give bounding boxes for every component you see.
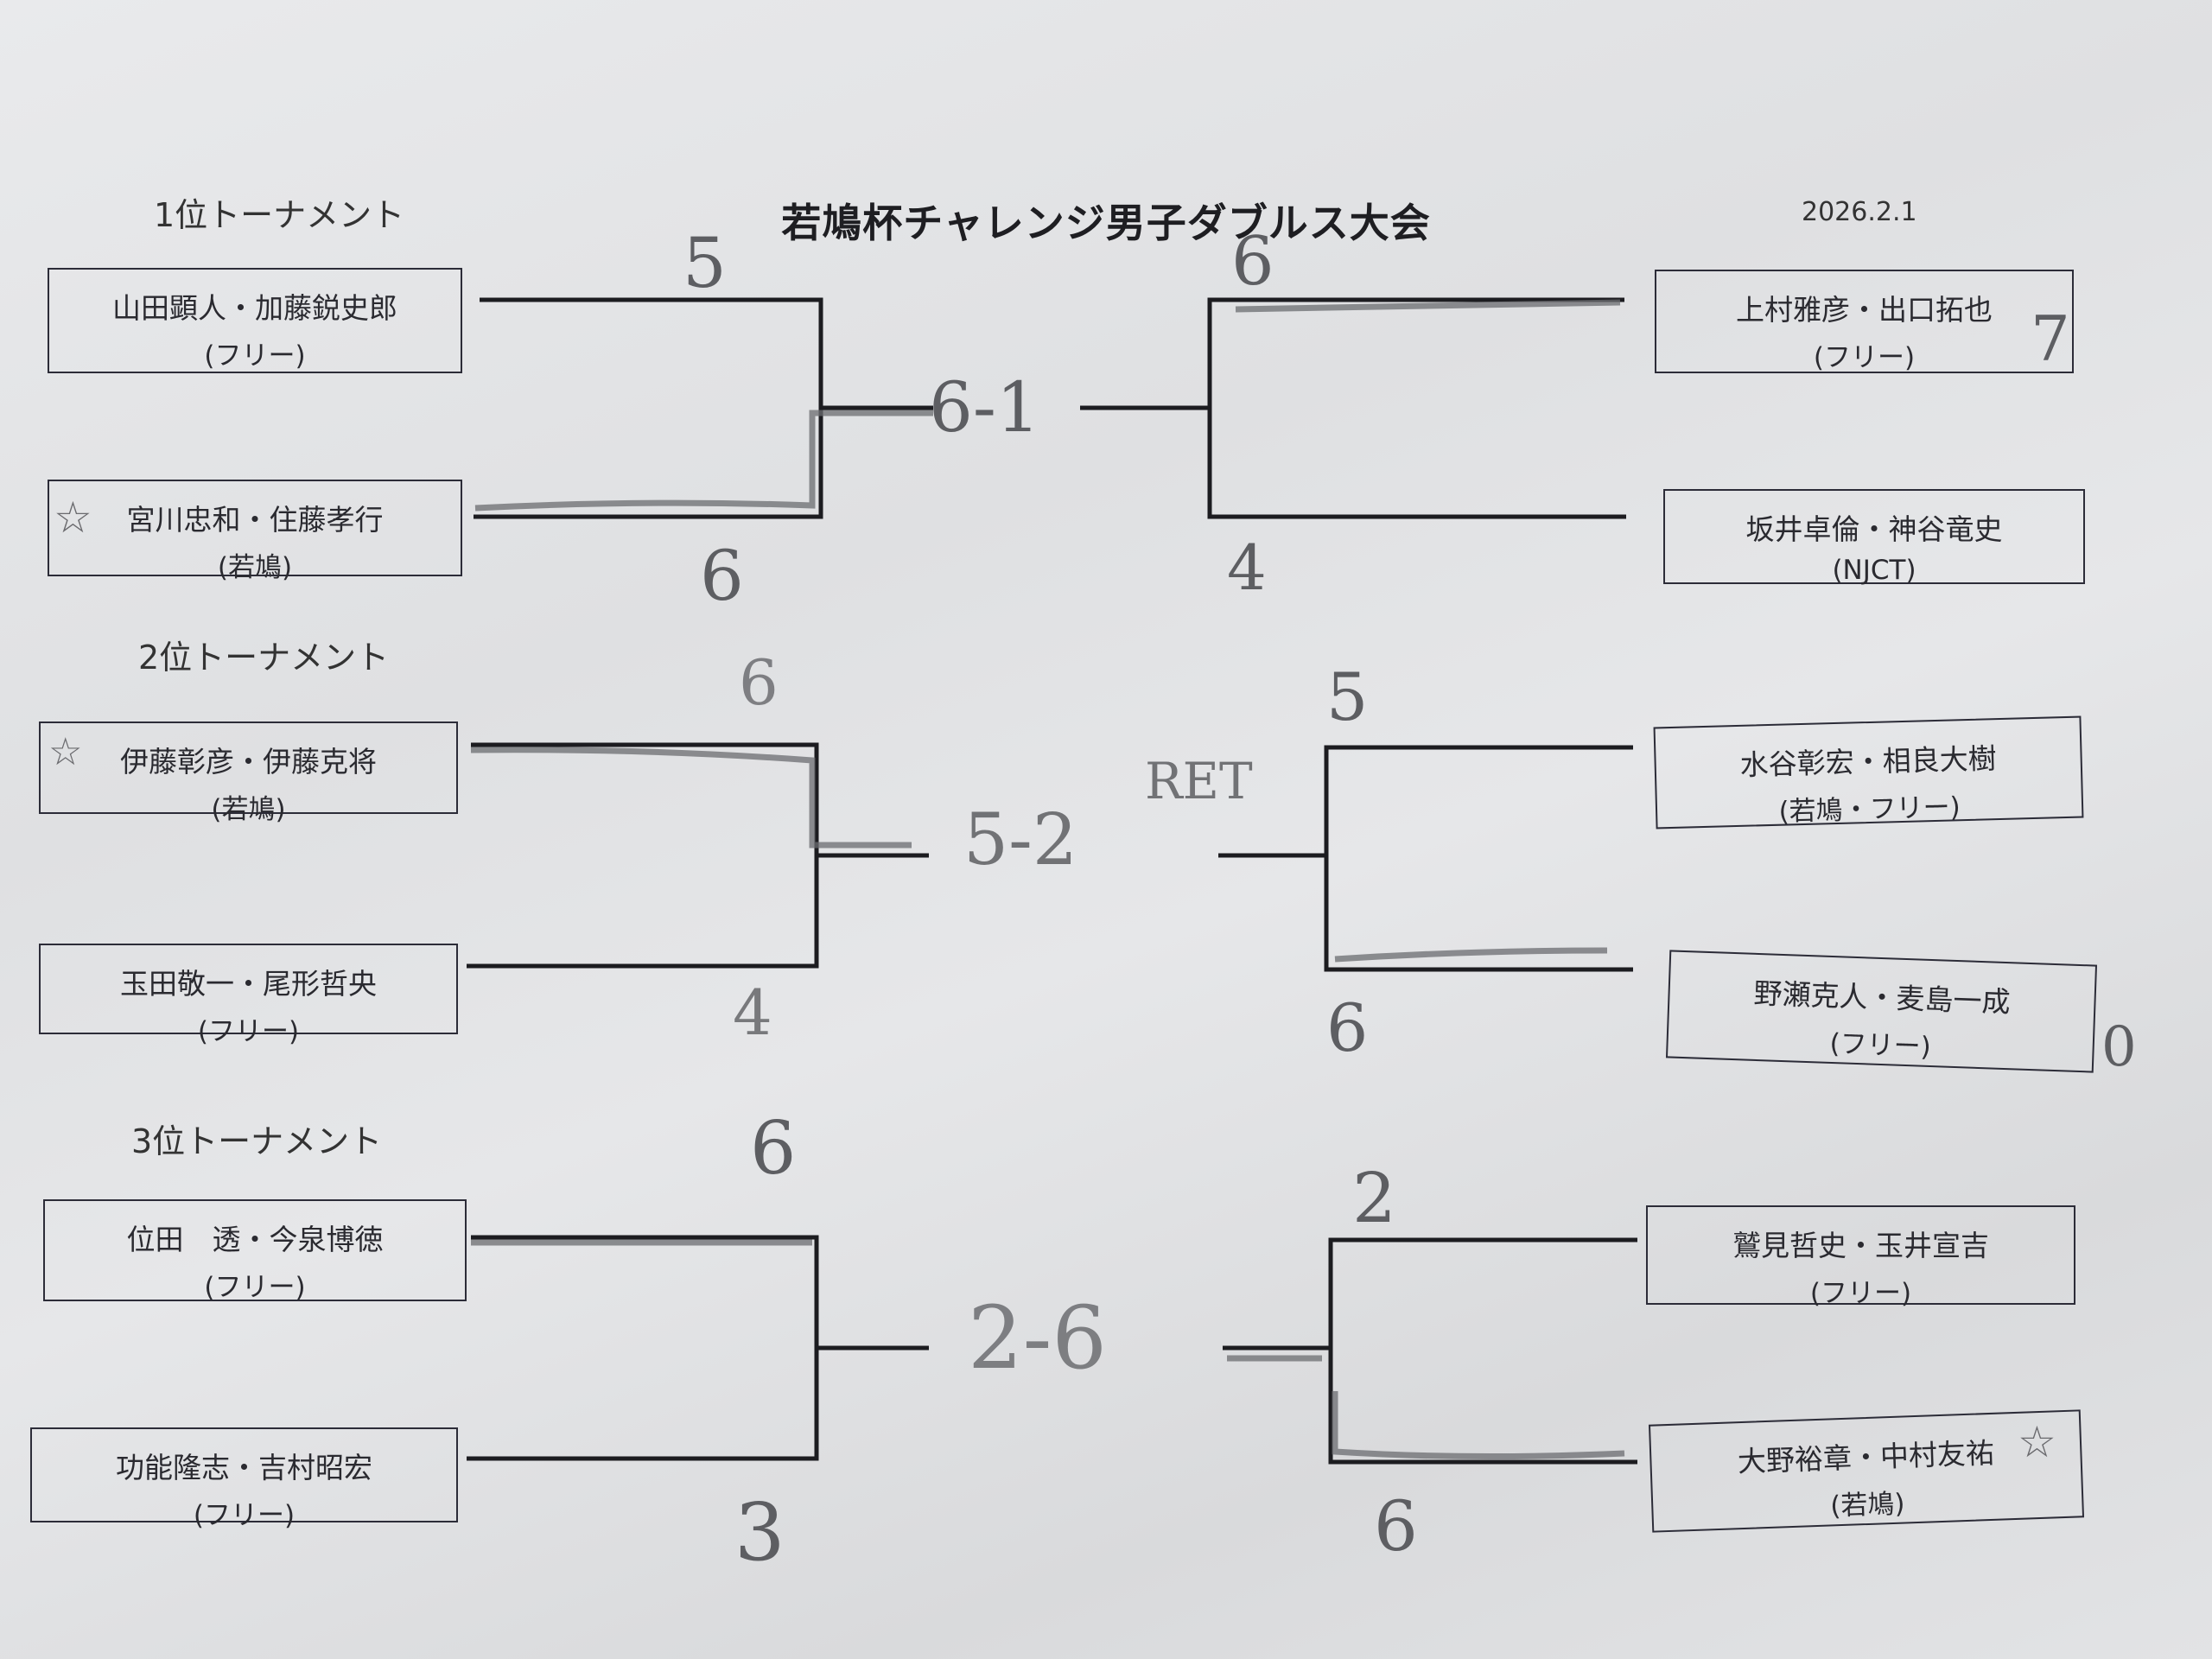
star-icon: ☆	[2018, 1417, 2056, 1467]
page-title: 若鳩杯チャレンジ男子ダブルス大会	[781, 200, 1431, 246]
team-names: 坂井卓倫・神谷竜史	[1745, 512, 2003, 546]
side-note: 7	[2031, 302, 2070, 375]
team-names: 水谷彰宏・相良大樹	[1739, 741, 1998, 782]
score: 6	[1231, 223, 1274, 301]
team-box: 鷲見哲史・玉井宣吉 (フリー)	[1646, 1205, 2075, 1309]
team-club: (NJCT)	[1832, 555, 1916, 586]
team-club: (フリー)	[1809, 1278, 1912, 1309]
heading-2nd-tournament: 2位トーナメント	[138, 639, 390, 677]
retired-note: RET	[1145, 752, 1253, 810]
team-box: 水谷彰宏・相良大樹 (若鳩・フリー)	[1653, 715, 2084, 830]
bracket-2-right	[1218, 745, 1633, 972]
score: 6	[750, 1106, 797, 1191]
team-names: 野瀬克人・麦島一成	[1752, 976, 2012, 1020]
score: 3	[734, 1486, 785, 1579]
team-names: 宮川忠和・住藤孝行	[126, 503, 384, 537]
final-score: 6-1	[929, 367, 1040, 448]
score: 4	[733, 976, 772, 1049]
winner-path-2-right	[1334, 947, 1608, 963]
bracket-1-right	[1080, 297, 1626, 519]
side-note: 0	[2101, 1015, 2137, 1079]
team-club: (フリー)	[204, 340, 306, 372]
team-box: 野瀬克人・麦島一成 (フリー)	[1665, 950, 2098, 1073]
team-names: 位田 透・今泉博徳	[126, 1223, 384, 1256]
bracket-3-right	[1223, 1237, 1637, 1465]
team-box: 坂井卓倫・神谷竜史 (NJCT)	[1663, 489, 2085, 586]
score: 4	[1227, 531, 1267, 604]
bracket-1-left	[474, 297, 933, 519]
team-names: 玉田敬一・尾形哲央	[120, 967, 377, 1001]
team-club: (若鳩)	[217, 552, 293, 583]
team-names: 功能隆志・吉村昭宏	[116, 1451, 372, 1484]
team-names: 大野裕章・中村友祐	[1737, 1435, 1995, 1479]
team-names: 山田顕人・加藤鋭史郎	[112, 291, 397, 325]
team-box: 玉田敬一・尾形哲央 (フリー)	[39, 944, 458, 1047]
score: 6	[1326, 989, 1369, 1066]
team-club: (フリー)	[1813, 342, 1916, 373]
team-box: 上村雅彦・出口拓也 (フリー)	[1655, 270, 2074, 373]
team-club: (若鳩)	[211, 794, 286, 825]
date: 2026.2.1	[1802, 197, 1917, 227]
team-club: (フリー)	[193, 1500, 296, 1531]
team-names: 伊藤彰彦・伊藤克将	[120, 745, 377, 779]
score: 6	[1374, 1486, 1418, 1567]
team-club: (フリー)	[204, 1272, 306, 1303]
star-icon: ☆	[48, 730, 83, 774]
star-icon: ☆	[54, 493, 92, 543]
winner-path-2-left	[470, 747, 912, 849]
winner-path-3-right	[1227, 1355, 1625, 1460]
team-box: 功能隆志・吉村昭宏 (フリー)	[30, 1427, 458, 1531]
team-box: 伊藤彰彦・伊藤克将 (若鳩)	[39, 721, 458, 825]
team-names: 鷲見哲史・玉井宣吉	[1732, 1229, 1989, 1262]
team-box: 山田顕人・加藤鋭史郎 (フリー)	[48, 268, 462, 373]
winner-path-1-right	[1235, 299, 1621, 313]
winner-path-1-left	[474, 410, 933, 512]
score: 5	[1326, 658, 1369, 735]
team-club: (フリー)	[197, 1016, 300, 1047]
final-score: 2-6	[968, 1287, 1108, 1389]
team-box: 位田 透・今泉博徳 (フリー)	[43, 1199, 467, 1303]
score: 6	[700, 536, 744, 616]
score: 2	[1352, 1158, 1396, 1238]
score: 6	[739, 646, 779, 719]
bracket-2-left	[467, 742, 929, 969]
heading-3rd-tournament: 3位トーナメント	[131, 1122, 383, 1160]
team-names: 上村雅彦・出口拓也	[1736, 293, 1993, 327]
bracket-3-left	[467, 1235, 929, 1461]
team-box: 宮川忠和・住藤孝行 (若鳩)	[48, 480, 462, 583]
final-score: 5-2	[963, 799, 1078, 881]
score: 5	[683, 223, 727, 303]
heading-1st-tournament: 1位トーナメント	[154, 196, 405, 234]
